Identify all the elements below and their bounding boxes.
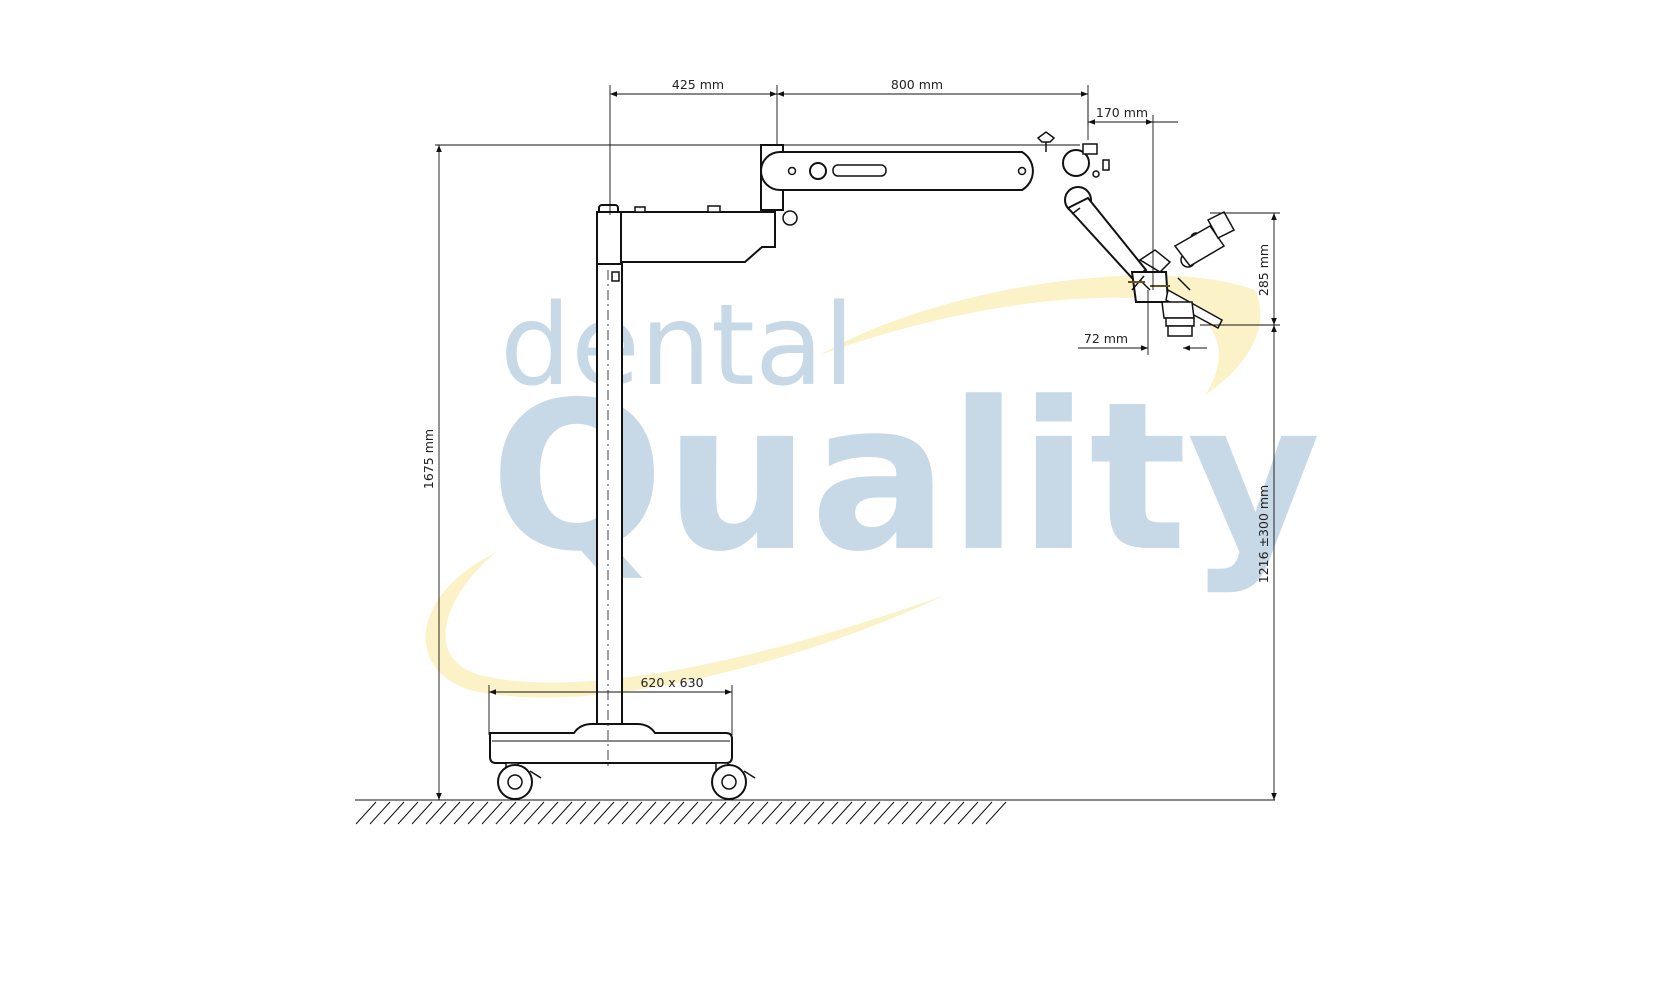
- floor-hatch-line: [439, 801, 461, 825]
- floor-hatch-line: [733, 801, 755, 825]
- floor-hatch-line: [411, 801, 433, 825]
- label-425: 425 mm: [672, 77, 724, 92]
- floor-hatch-line: [397, 801, 419, 825]
- floor-hatch-line: [691, 801, 713, 825]
- microscope-outline: [489, 131, 1236, 800]
- swing-arm: [1066, 196, 1148, 280]
- floor-hatch-line: [425, 801, 447, 825]
- floor-hatch-line: [985, 801, 1007, 825]
- label-72: 72 mm: [1084, 331, 1128, 346]
- floor-hatch-line: [509, 801, 531, 825]
- floor-hatch-line: [845, 801, 867, 825]
- floor-hatch-line: [621, 801, 643, 825]
- floor-hatch-line: [761, 801, 783, 825]
- column-head: [596, 211, 622, 265]
- floor-hatch-line: [901, 801, 923, 825]
- wheel-right: [711, 762, 756, 800]
- floor-hatch-line: [565, 801, 587, 825]
- floor-hatch-line: [719, 801, 741, 825]
- floor-hatch-line: [943, 801, 965, 825]
- floor-hatch-line: [663, 801, 685, 825]
- floor-hatch-line: [369, 801, 391, 825]
- floor-hatch-line: [481, 801, 503, 825]
- watermark: dental Quality: [425, 275, 1321, 698]
- floor-hatch-line: [453, 801, 475, 825]
- floor-hatch-line: [551, 801, 573, 825]
- column: [596, 261, 623, 725]
- optics-head: [1128, 211, 1236, 337]
- main-arm: [760, 151, 1034, 191]
- label-170: 170 mm: [1096, 105, 1148, 120]
- floor-hatch-line: [355, 801, 377, 825]
- watermark-swoosh-lower: [425, 553, 945, 698]
- floor-hatch-line: [523, 801, 545, 825]
- floor-hatch-line: [467, 801, 489, 825]
- floor-hatch-line: [593, 801, 615, 825]
- first-arm: [620, 211, 776, 263]
- floor-hatch-line: [775, 801, 797, 825]
- floor-hatch-line: [649, 801, 671, 825]
- dimension-lines: [435, 85, 1280, 800]
- floor-hatch-line: [635, 801, 657, 825]
- label-285: 285 mm: [1256, 244, 1271, 296]
- floor-hatch-line: [495, 801, 517, 825]
- floor-hatch-line: [873, 801, 895, 825]
- floor-hatch-line: [971, 801, 993, 825]
- floor-hatch-line: [929, 801, 951, 825]
- floor-hatch-line: [887, 801, 909, 825]
- floor-hatch-line: [705, 801, 727, 825]
- floor-hatch-line: [607, 801, 629, 825]
- mobile-base: [489, 723, 733, 764]
- floor-hatch-line: [789, 801, 811, 825]
- watermark-swoosh-upper: [820, 275, 1261, 395]
- floor-hatch-line: [803, 801, 825, 825]
- floor-hatch-line: [579, 801, 601, 825]
- floor-hatch-line: [831, 801, 853, 825]
- floor: [355, 799, 1275, 825]
- floor-hatch-line: [957, 801, 979, 825]
- watermark-quality-text: Quality: [490, 359, 1321, 597]
- floor-hatch-line: [383, 801, 405, 825]
- dimension-labels: 425 mm 800 mm 170 mm 72 mm 285 mm 1216 ±…: [421, 77, 1271, 690]
- floor-hatch-line: [859, 801, 881, 825]
- label-base: 620 x 630: [640, 675, 703, 690]
- floor-hatch-line: [537, 801, 559, 825]
- floor-hatch-line: [915, 801, 937, 825]
- label-1216: 1216 ±300 mm: [1256, 485, 1271, 583]
- floor-hatch-line: [747, 801, 769, 825]
- floor-hatch-line: [817, 801, 839, 825]
- head-joint: [1062, 149, 1090, 177]
- wheel-left: [497, 762, 542, 800]
- watermark-dental-text: dental: [500, 281, 855, 411]
- label-800: 800 mm: [891, 77, 943, 92]
- label-1675: 1675 mm: [421, 429, 436, 489]
- floor-hatch-line: [677, 801, 699, 825]
